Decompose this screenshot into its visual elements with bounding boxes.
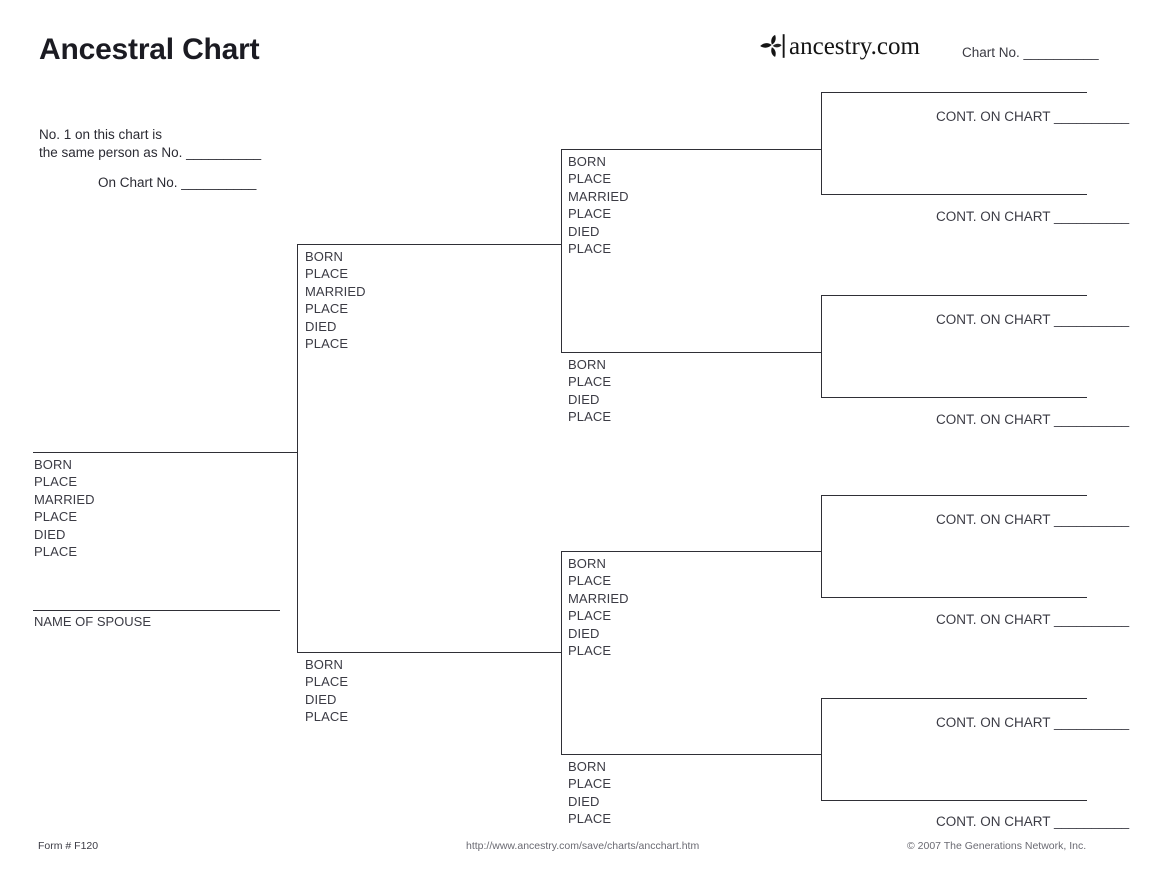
person-11-name-line[interactable] [821, 397, 1087, 398]
person-5-died-label: DIED [568, 391, 600, 407]
person-3-fields: BORN PLACE DIED PLACE [305, 656, 348, 726]
person-14-name-line[interactable] [821, 698, 1087, 699]
bracket-gen3-b-vertical [821, 295, 822, 398]
person-5-fields: BORN PLACE DIED PLACE [568, 356, 611, 426]
same-person-line-1: No. 1 on this chart is [39, 127, 163, 142]
person-15-name-line[interactable] [821, 800, 1087, 801]
person-4-place-label-3: PLACE [568, 241, 612, 257]
page-title: Ancestral Chart [39, 33, 260, 66]
person-6-place-label-3: PLACE [568, 643, 612, 659]
footer-copyright: © 2007 The Generations Network, Inc. [907, 840, 1087, 852]
person-1-place-label-3: PLACE [34, 544, 78, 560]
bracket-gen2-mother-stub [545, 652, 562, 653]
person-5-place-label-2: PLACE [568, 409, 612, 425]
person-6-fields: BORN PLACE MARRIED PLACE DIED PLACE [568, 555, 629, 659]
person-11-cont-on-chart[interactable]: CONT. ON CHART __________ [936, 412, 1130, 427]
person-7-died-label: DIED [568, 793, 600, 809]
person-3-born-label: BORN [305, 657, 343, 672]
person-5-name-line[interactable] [561, 352, 822, 353]
person-4-place-label-2: PLACE [568, 206, 612, 222]
person-6-name-line[interactable] [561, 551, 822, 552]
bracket-gen3-d-vertical [821, 698, 822, 801]
on-chart-no-field[interactable]: On Chart No. __________ [98, 175, 257, 190]
spouse-name-line[interactable] [33, 610, 280, 611]
person-2-died-label: DIED [305, 318, 337, 334]
bracket-gen3-c-vertical [821, 495, 822, 598]
person-12-cont-on-chart[interactable]: CONT. ON CHART __________ [936, 512, 1130, 527]
bracket-gen2-mother-vertical [561, 551, 562, 755]
person-4-place-label-1: PLACE [568, 171, 612, 187]
person-1-born-label: BORN [34, 457, 72, 472]
person-4-died-label: DIED [568, 223, 600, 239]
person-2-place-label-3: PLACE [305, 336, 349, 352]
person-7-fields: BORN PLACE DIED PLACE [568, 758, 611, 828]
ancestry-brand-text: ancestry.com [789, 32, 920, 60]
footer-url[interactable]: http://www.ancestry.com/save/charts/ancc… [466, 840, 700, 852]
same-person-note: No. 1 on this chart is the same person a… [39, 126, 261, 162]
person-10-cont-on-chart[interactable]: CONT. ON CHART __________ [936, 312, 1130, 327]
person-1-married-label: MARRIED [34, 491, 95, 507]
person-3-died-label: DIED [305, 691, 337, 707]
person-6-place-label-1: PLACE [568, 573, 612, 589]
person-4-born-label: BORN [568, 154, 606, 169]
person-2-born-label: BORN [305, 249, 343, 264]
ancestry-leaf-icon [757, 33, 787, 59]
person-8-cont-on-chart[interactable]: CONT. ON CHART __________ [936, 109, 1130, 124]
bracket-gen3-d-stub [806, 754, 822, 755]
person-1-died-label: DIED [34, 526, 66, 542]
person-8-name-line[interactable] [821, 92, 1087, 93]
ancestry-brand: ancestry.com [757, 31, 920, 61]
person-6-born-label: BORN [568, 556, 606, 571]
person-9-cont-on-chart[interactable]: CONT. ON CHART __________ [936, 209, 1130, 224]
person-14-cont-on-chart[interactable]: CONT. ON CHART __________ [936, 715, 1130, 730]
name-of-spouse-caption: NAME OF SPOUSE [34, 614, 152, 629]
person-6-married-label: MARRIED [568, 590, 629, 606]
bracket-gen2-father-vertical [561, 149, 562, 353]
person-7-place-label-2: PLACE [568, 811, 612, 827]
person-3-place-label-2: PLACE [305, 709, 349, 725]
person-6-place-label-2: PLACE [568, 608, 612, 624]
person-2-place-label-1: PLACE [305, 266, 349, 282]
person-2-fields: BORN PLACE MARRIED PLACE DIED PLACE [305, 248, 366, 352]
person-4-name-line[interactable] [561, 149, 822, 150]
person-1-place-label-2: PLACE [34, 509, 78, 525]
person-9-name-line[interactable] [821, 194, 1087, 195]
person-7-born-label: BORN [568, 759, 606, 774]
person-1-name-line[interactable] [33, 452, 297, 453]
person-2-place-label-2: PLACE [305, 301, 349, 317]
person-1-place-label-1: PLACE [34, 474, 78, 490]
footer-form-number: Form # F120 [38, 840, 99, 852]
bracket-gen3-a-stub [806, 149, 822, 150]
person-7-place-label-1: PLACE [568, 776, 612, 792]
person-3-name-line[interactable] [297, 652, 562, 653]
person-4-married-label: MARRIED [568, 188, 629, 204]
same-person-line-2[interactable]: the same person as No. __________ [39, 145, 262, 160]
person-1-fields: BORN PLACE MARRIED PLACE DIED PLACE [34, 456, 95, 560]
person-5-born-label: BORN [568, 357, 606, 372]
bracket-gen3-a-vertical [821, 92, 822, 195]
bracket-gen1-gen2-vertical [297, 244, 298, 653]
person-15-cont-on-chart[interactable]: CONT. ON CHART __________ [936, 814, 1130, 829]
person-2-name-line[interactable] [297, 244, 562, 245]
person-5-place-label-1: PLACE [568, 374, 612, 390]
bracket-gen3-c-stub [806, 551, 822, 552]
bracket-gen3-b-stub [806, 352, 822, 353]
person-2-married-label: MARRIED [305, 283, 366, 299]
person-3-place-label-1: PLACE [305, 674, 349, 690]
person-10-name-line[interactable] [821, 295, 1087, 296]
chart-no-field[interactable]: Chart No. __________ [962, 45, 1099, 60]
bracket-gen2-father-stub [545, 244, 562, 245]
person-6-died-label: DIED [568, 625, 600, 641]
person-13-name-line[interactable] [821, 597, 1087, 598]
bracket-gen1-stub [281, 452, 298, 453]
person-4-fields: BORN PLACE MARRIED PLACE DIED PLACE [568, 153, 629, 257]
person-7-name-line[interactable] [561, 754, 822, 755]
person-12-name-line[interactable] [821, 495, 1087, 496]
person-13-cont-on-chart[interactable]: CONT. ON CHART __________ [936, 612, 1130, 627]
